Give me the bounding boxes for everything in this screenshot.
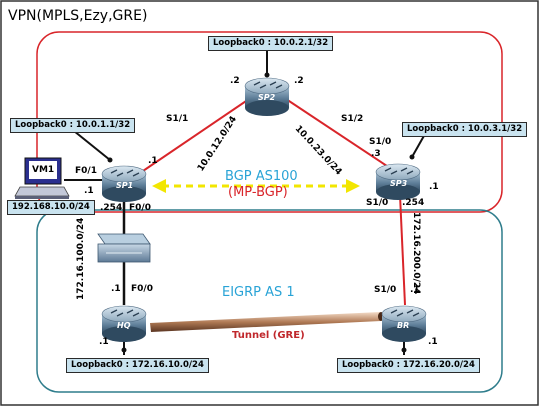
iface-sp3-s10-bottom: S1/0 bbox=[366, 198, 389, 208]
loopback-hq: Loopback0 : 172.16.10.0/24 bbox=[66, 358, 209, 373]
loopback-br: Loopback0 : 172.16.20.0/24 bbox=[337, 358, 480, 373]
link-sp3-br bbox=[399, 194, 406, 306]
link-sp1-sp2 bbox=[139, 96, 253, 174]
addr-hq-upper: .1 bbox=[111, 284, 121, 294]
addr-sp3-top: .3 bbox=[371, 149, 381, 159]
addr-vm1-side: .1 bbox=[84, 186, 94, 196]
addr-sp1-top: .1 bbox=[148, 156, 158, 166]
addr-sp3-lower: .254 bbox=[402, 198, 425, 208]
stub-sp1 bbox=[73, 130, 111, 161]
pc-vm1-icon bbox=[14, 157, 70, 199]
iface-sp1-s11: S1/1 bbox=[166, 114, 189, 124]
eigrp-label: EIGRP AS 1 bbox=[222, 285, 295, 300]
addr-sp2-left: .2 bbox=[230, 76, 240, 86]
switch-icon bbox=[97, 233, 151, 263]
addr-br-upper: .1 bbox=[410, 285, 420, 295]
device-label-sp1: SP1 bbox=[116, 181, 134, 190]
router-sp2-icon bbox=[244, 77, 290, 116]
addr-br-right: .1 bbox=[428, 337, 438, 347]
mpbgp-label: (MP-BGP) bbox=[228, 185, 288, 200]
device-label-sp3: SP3 bbox=[390, 179, 408, 188]
subnet-sp3-br: 172.16.200.0/24 bbox=[411, 212, 421, 295]
page-title: VPN(MPLS,Ezy,GRE) bbox=[8, 8, 148, 24]
link-sp2-sp3 bbox=[282, 96, 394, 171]
iface-sp1-f01: F0/1 bbox=[75, 166, 97, 176]
device-label-hq: HQ bbox=[117, 321, 131, 330]
loopback-sp2: Loopback0 : 10.0.2.1/32 bbox=[208, 36, 334, 51]
device-label-vm1: VM1 bbox=[32, 165, 55, 175]
router-sp1-icon bbox=[101, 165, 147, 202]
loopback-sp3: Loopback0 : 10.0.3.1/32 bbox=[402, 122, 528, 137]
addr-sp2-right: .2 bbox=[294, 76, 304, 86]
loopback-sp1: Loopback0 : 10.0.1.1/32 bbox=[10, 118, 136, 133]
device-label-br: BR bbox=[397, 321, 410, 330]
vm1-ip-box: 192.168.10.0/24 bbox=[7, 200, 95, 215]
iface-sp1-f00: F0/0 bbox=[129, 203, 151, 213]
router-hq-icon bbox=[101, 305, 147, 342]
iface-sp3-s10-top: S1/0 bbox=[369, 137, 392, 147]
router-sp3-icon bbox=[375, 163, 421, 200]
tunnel-label: Tunnel (GRE) bbox=[232, 330, 305, 341]
router-br-icon bbox=[381, 305, 427, 342]
bgp-label: BGP AS100 bbox=[225, 169, 298, 184]
addr-sp3-right: .1 bbox=[429, 182, 439, 192]
device-label-sp2: SP2 bbox=[258, 93, 276, 102]
eigrp-region bbox=[36, 209, 503, 393]
addr-hq-loop: .1 bbox=[99, 337, 109, 347]
iface-br-s10: S1/0 bbox=[374, 285, 397, 295]
iface-hq-f00: F0/0 bbox=[131, 284, 153, 294]
bgp-arrow bbox=[152, 179, 360, 193]
subnet-sp1-hq: 172.16.100.0/24 bbox=[76, 217, 86, 300]
addr-sp1-lan: .254 bbox=[100, 203, 123, 213]
stub-sp3 bbox=[411, 133, 426, 158]
iface-sp3-s12: S1/2 bbox=[341, 114, 364, 124]
gre-tunnel bbox=[150, 312, 384, 332]
